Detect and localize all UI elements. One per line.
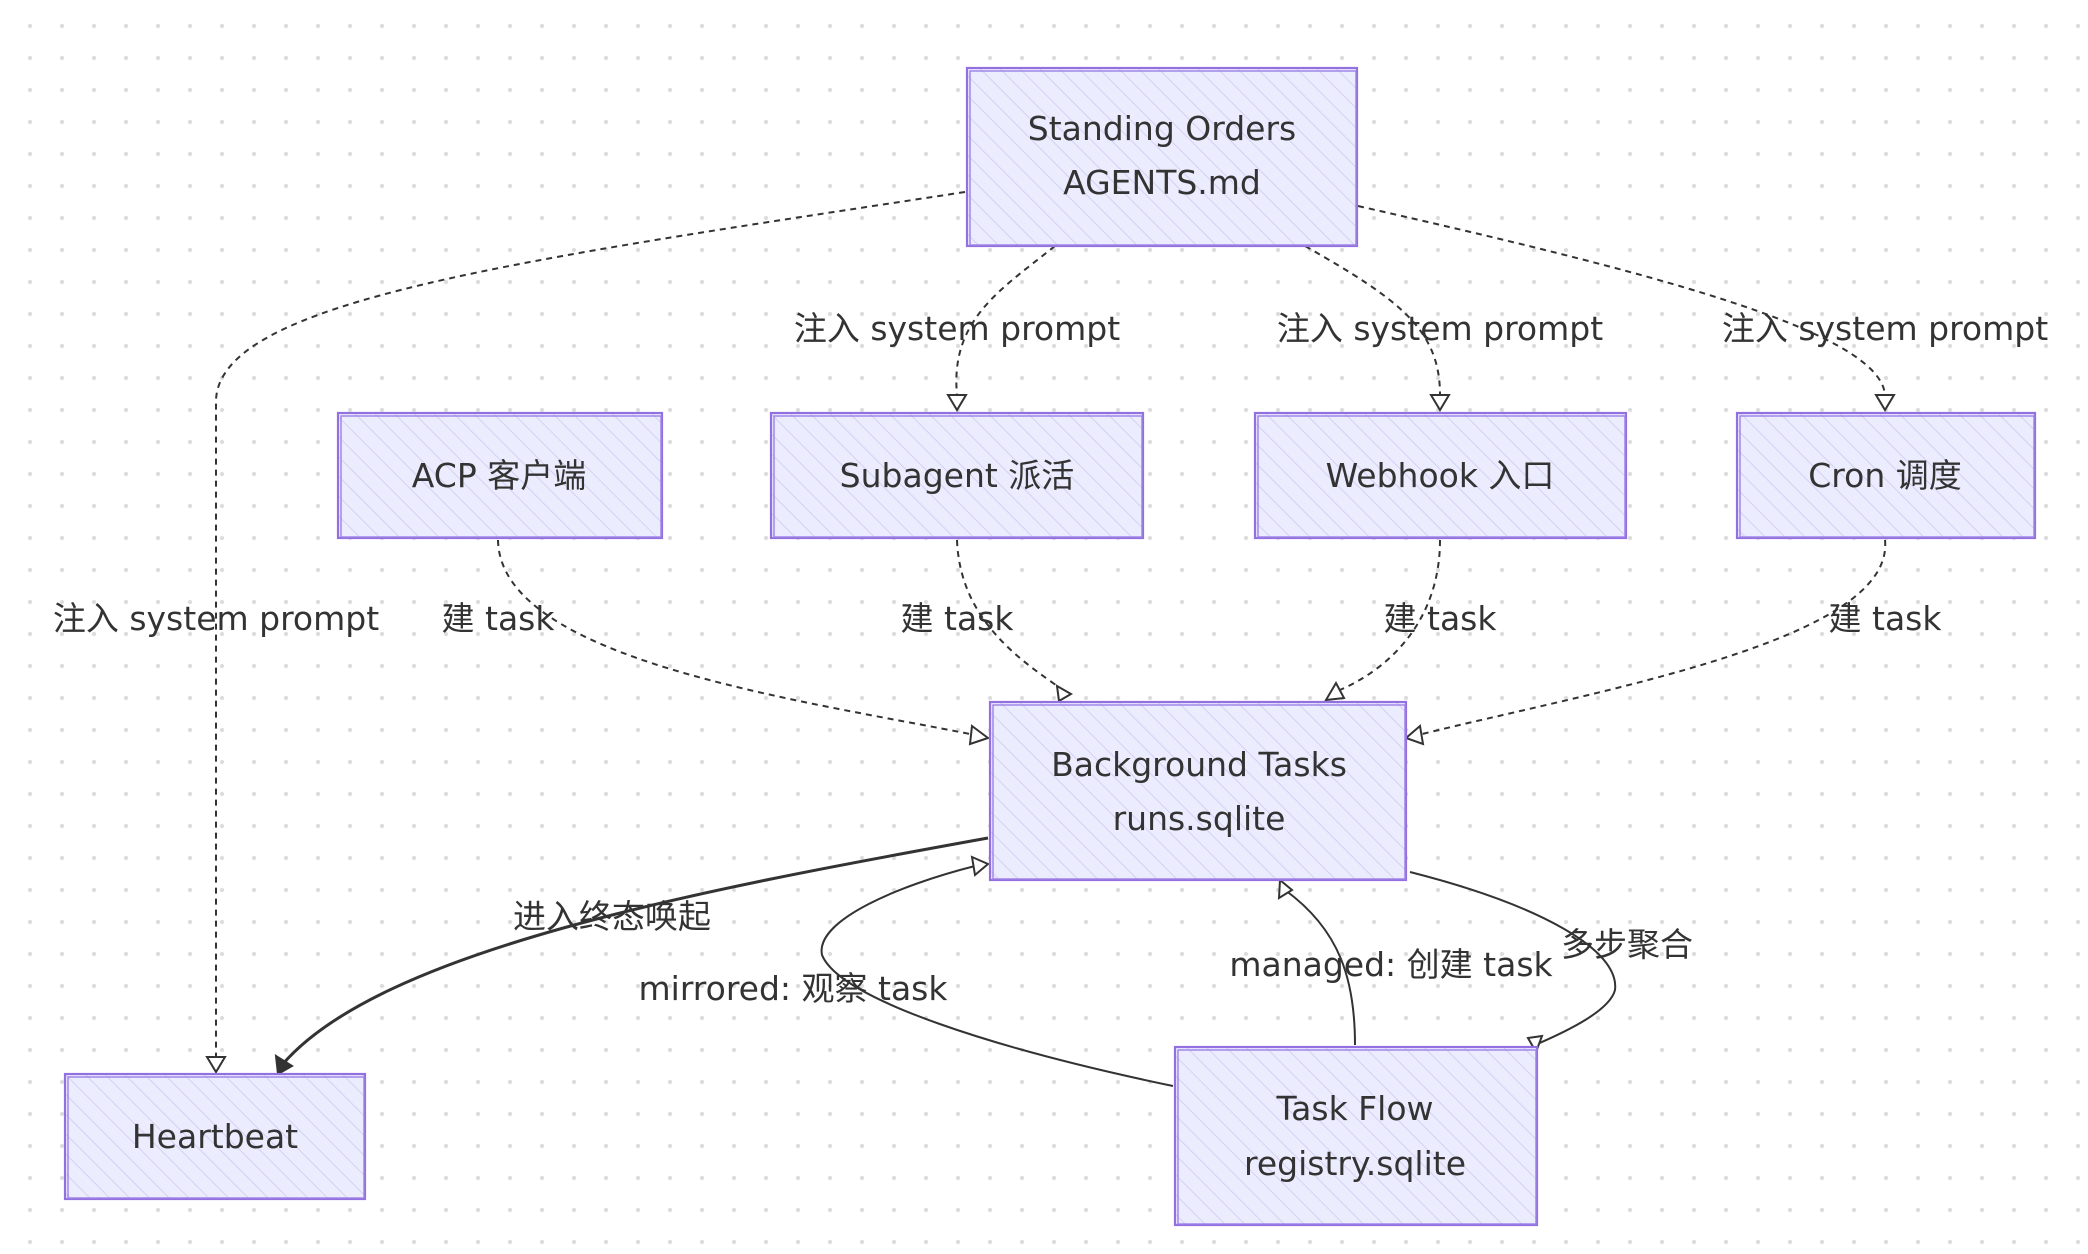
node-heartbeat[interactable]: Heartbeat bbox=[63, 1072, 367, 1201]
edge-background-to-taskflow-aggregate bbox=[1409, 871, 1617, 1046]
arrowhead-subagent bbox=[946, 394, 968, 412]
edge-label-mirrored: mirrored: 观察 task bbox=[639, 969, 949, 1008]
node-subagent[interactable]: Subagent 派活 bbox=[769, 411, 1145, 540]
node-cron-label: Cron 调度 bbox=[1808, 456, 1961, 495]
edge-label-inject-webhook: 注入 system prompt bbox=[1277, 309, 1603, 348]
edge-taskflow-to-background-mirrored bbox=[820, 865, 1174, 1087]
node-standing-orders[interactable]: Standing Orders AGENTS.md bbox=[965, 66, 1359, 248]
arrowhead-cron bbox=[1874, 394, 1896, 412]
arrowhead-subagent-bg bbox=[1055, 684, 1073, 703]
edge-label-inject-heartbeat: 注入 system prompt bbox=[53, 599, 379, 638]
edge-standing-orders-to-subagent bbox=[955, 245, 1056, 396]
edge-label-aggregate: 多步聚合 bbox=[1561, 925, 1693, 964]
node-heartbeat-label: Heartbeat bbox=[132, 1117, 298, 1156]
arrowhead-mirrored bbox=[970, 855, 990, 877]
edge-label-inject-subagent: 注入 system prompt bbox=[794, 309, 1120, 348]
node-task-flow[interactable]: Task Flow registry.sqlite bbox=[1173, 1045, 1539, 1227]
node-cron[interactable]: Cron 调度 bbox=[1735, 411, 2037, 540]
edge-taskflow-to-background-managed bbox=[1284, 889, 1356, 1046]
edge-standing-orders-to-cron bbox=[1357, 205, 1886, 396]
node-standing-orders-title: Standing Orders bbox=[1028, 109, 1296, 148]
node-webhook[interactable]: Webhook 入口 bbox=[1253, 411, 1628, 540]
arrowhead-cron-bg bbox=[1404, 724, 1425, 746]
node-task-flow-subtitle: registry.sqlite bbox=[1244, 1144, 1466, 1183]
arrowhead-heartbeat-dashed bbox=[205, 1056, 227, 1074]
arrowhead-aggregate bbox=[1526, 1034, 1544, 1055]
arrowhead-heartbeat-solid bbox=[274, 1054, 294, 1076]
edge-label-cron-task: 建 task bbox=[1829, 599, 1943, 638]
edge-webhook-to-background bbox=[1334, 539, 1441, 693]
edge-label-wake: 进入终态唤起 bbox=[513, 897, 711, 936]
node-acp-client-label: ACP 客户端 bbox=[412, 456, 586, 495]
node-task-flow-title: Task Flow bbox=[1275, 1089, 1433, 1128]
node-acp-client[interactable]: ACP 客户端 bbox=[336, 411, 664, 540]
edge-label-managed: managed: 创建 task bbox=[1229, 945, 1553, 984]
edge-labels: 注入 system prompt 注入 system prompt 注入 sys… bbox=[53, 309, 2048, 1008]
edges bbox=[205, 191, 1896, 1087]
edge-label-subagent-task: 建 task bbox=[901, 599, 1015, 638]
edge-subagent-to-background bbox=[956, 539, 1064, 691]
node-background-tasks-title: Background Tasks bbox=[1051, 745, 1347, 784]
node-webhook-label: Webhook 入口 bbox=[1326, 456, 1555, 495]
arrowhead-webhook bbox=[1429, 394, 1451, 412]
arrowhead-webhook-bg bbox=[1324, 680, 1346, 702]
edge-label-inject-cron: 注入 system prompt bbox=[1722, 309, 2048, 348]
edge-background-to-heartbeat bbox=[280, 836, 989, 1066]
edge-cron-to-background bbox=[1417, 539, 1887, 736]
arrowhead-managed bbox=[1277, 877, 1294, 900]
node-subagent-label: Subagent 派活 bbox=[840, 456, 1075, 495]
node-background-tasks-subtitle: runs.sqlite bbox=[1113, 799, 1286, 838]
node-standing-orders-subtitle: AGENTS.md bbox=[1063, 163, 1261, 202]
arrowhead-acp-bg bbox=[968, 724, 991, 746]
edge-label-webhook-task: 建 task bbox=[1384, 599, 1498, 638]
edge-standing-orders-to-webhook bbox=[1304, 245, 1441, 396]
edge-label-acp-task: 建 task bbox=[442, 599, 556, 638]
node-background-tasks[interactable]: Background Tasks runs.sqlite bbox=[988, 700, 1408, 882]
edge-standing-orders-to-heartbeat bbox=[215, 191, 966, 1060]
